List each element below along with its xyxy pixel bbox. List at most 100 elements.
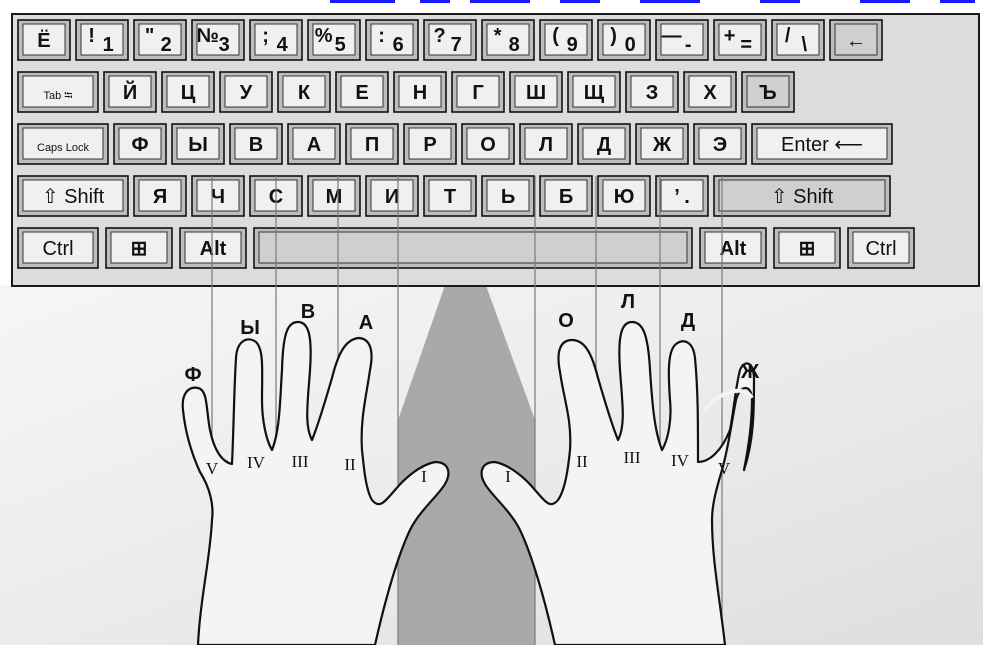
key-r1-7: :6	[366, 20, 418, 60]
key-r1-11: )0	[598, 20, 650, 60]
key-r3-11: Ж	[636, 124, 688, 164]
key-r1-8: ?7	[424, 20, 476, 60]
finger-number-left-1: V	[206, 459, 219, 478]
finger-number-right-5: V	[718, 459, 731, 478]
key-label: У	[240, 82, 253, 104]
home-key-left-1: Ф	[184, 364, 201, 386]
finger-number-right-1: I	[505, 467, 511, 486]
key-label: Д	[597, 134, 611, 156]
key-main-symbol: 8	[509, 34, 520, 56]
keyboard: Ё!1"2№3;4%5:6?7*8(9)0—-+=/\←Tab ⭾ЙЦУКЕНГ…	[18, 20, 914, 268]
key-r2-2: Й	[104, 72, 156, 112]
key-r4-7: Т	[424, 176, 476, 216]
key-top-symbol: )	[610, 25, 617, 47]
key-main-symbol: 7	[451, 34, 462, 56]
key-top-symbol: ;	[262, 25, 269, 47]
key-label: Enter ⟵	[781, 134, 863, 156]
key-label: ⇧ Shift	[42, 186, 105, 208]
key-r2-3: Ц	[162, 72, 214, 112]
home-key-left-3: В	[301, 301, 315, 323]
key-r3-12: Э	[694, 124, 746, 164]
key-r2-10: Щ	[568, 72, 620, 112]
key-main-symbol: 2	[161, 34, 172, 56]
key-label: Ц	[181, 82, 196, 104]
key-label: Ctrl	[865, 238, 896, 260]
key-r2-12: Х	[684, 72, 736, 112]
clipped-text-fragment	[940, 0, 975, 3]
finger-number-left-2: IV	[247, 453, 266, 472]
key-main-symbol: 6	[393, 34, 404, 56]
key-r2-13: Ъ	[742, 72, 794, 112]
key-label: Tab ⭾	[43, 90, 72, 102]
clipped-text-fragment	[470, 0, 530, 3]
key-main-symbol: 0	[625, 34, 636, 56]
key-r4-2: Я	[134, 176, 186, 216]
key-top-symbol: !	[88, 25, 95, 47]
finger-number-left-5: I	[421, 467, 427, 486]
key-r4-12: ⇧ Shift	[714, 176, 890, 216]
key-r4-6: И	[366, 176, 418, 216]
key-r2-6: Е	[336, 72, 388, 112]
key-r1-14: /\	[772, 20, 824, 60]
key-label: Э	[713, 134, 727, 156]
key-r4-10: Ю	[598, 176, 650, 216]
clipped-text-fragment	[420, 0, 450, 3]
key-r4-3: Ч	[192, 176, 244, 216]
key-r1-9: *8	[482, 20, 534, 60]
key-label: Е	[355, 82, 368, 104]
key-r2-8: Г	[452, 72, 504, 112]
key-top-symbol: /	[785, 25, 791, 47]
key-label: З	[646, 82, 659, 104]
home-key-left-2: Ы	[240, 317, 260, 339]
key-main-symbol: 5	[335, 34, 346, 56]
key-label: Щ	[584, 82, 605, 104]
key-main-symbol: 1	[103, 34, 114, 56]
key-r5-4	[254, 228, 692, 268]
key-label: Н	[413, 82, 427, 104]
clipped-text-fragment	[640, 0, 700, 3]
key-top-symbol: —	[662, 25, 682, 47]
key-label: Б	[559, 186, 573, 208]
key-r1-10: (9	[540, 20, 592, 60]
finger-number-left-3: III	[292, 452, 309, 471]
key-label: Т	[444, 186, 456, 208]
key-label: Ч	[211, 186, 225, 208]
key-label: А	[307, 134, 321, 156]
key-top-symbol: :	[378, 25, 385, 47]
key-label: Alt	[200, 238, 227, 260]
key-main-symbol: =	[740, 34, 752, 56]
key-label: Ж	[652, 134, 672, 156]
key-r4-5: М	[308, 176, 360, 216]
clipped-text-fragment	[860, 0, 910, 3]
key-r1-5: ;4	[250, 20, 302, 60]
key-r3-1: Caps Lock	[18, 124, 108, 164]
key-r1-12: —-	[656, 20, 708, 60]
key-label: Ъ	[759, 82, 776, 104]
key-r4-9: Б	[540, 176, 592, 216]
finger-number-right-4: IV	[671, 451, 690, 470]
key-top-symbol: "	[145, 25, 154, 47]
key-r5-5: Alt	[700, 228, 766, 268]
key-r2-11: З	[626, 72, 678, 112]
key-r3-6: П	[346, 124, 398, 164]
key-r5-3: Alt	[180, 228, 246, 268]
key-label: ⊞	[799, 238, 816, 260]
finger-number-right-3: III	[624, 448, 641, 467]
key-r5-6: ⊞	[774, 228, 840, 268]
key-label: Ф	[131, 134, 148, 156]
key-label: Й	[123, 80, 137, 104]
key-r3-9: Л	[520, 124, 572, 164]
key-r4-8: Ь	[482, 176, 534, 216]
key-label: Caps Lock	[37, 142, 89, 154]
key-main-symbol: 3	[219, 34, 230, 56]
key-label: О	[480, 134, 496, 156]
key-r2-9: Ш	[510, 72, 562, 112]
key-label: Alt	[720, 238, 747, 260]
key-r5-2: ⊞	[106, 228, 172, 268]
key-main-symbol: \	[801, 34, 807, 56]
key-r1-6: %5	[308, 20, 360, 60]
key-top-symbol: +	[724, 25, 736, 47]
key-r3-8: О	[462, 124, 514, 164]
key-label: Г	[472, 82, 483, 104]
